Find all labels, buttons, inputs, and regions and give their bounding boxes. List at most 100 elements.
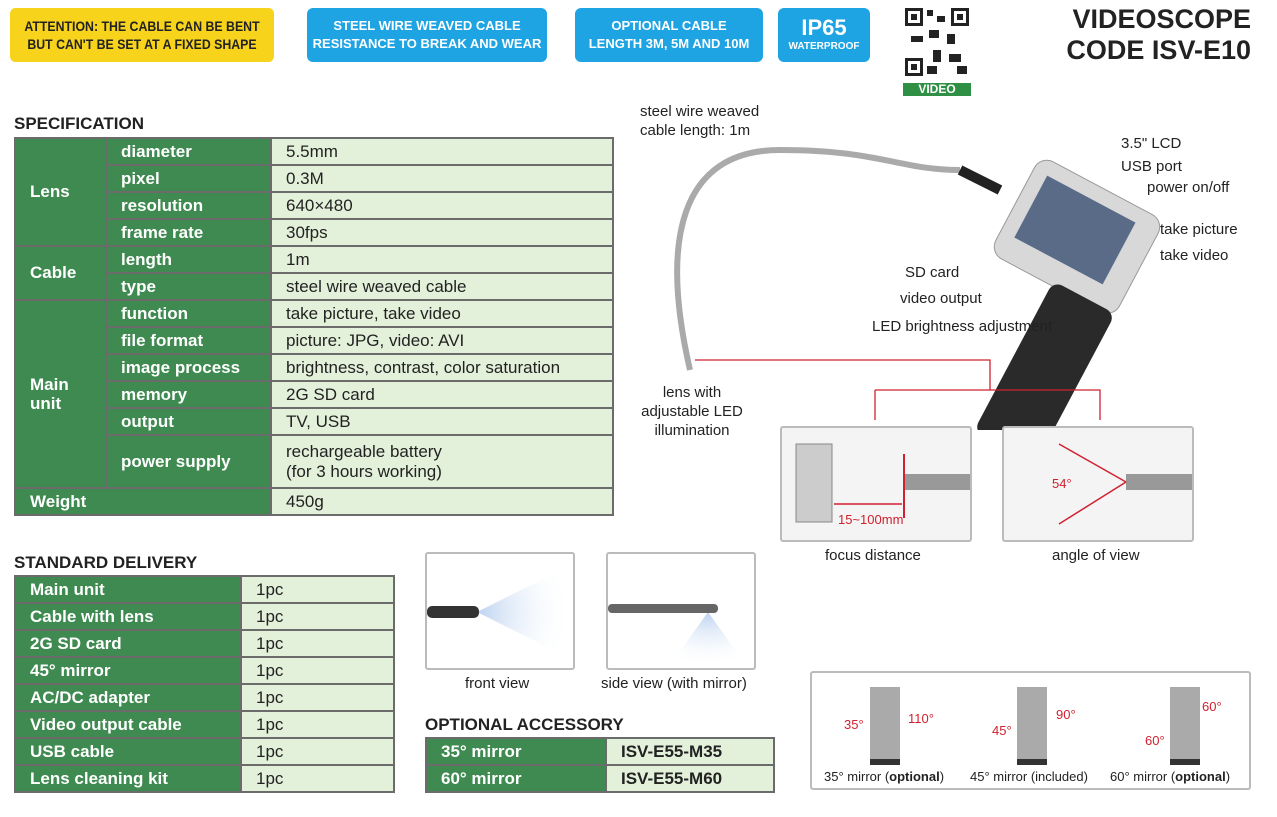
- angle-of-view-label: angle of view: [1052, 547, 1140, 564]
- qty: 1pc: [240, 602, 395, 631]
- value: 2G SD card: [270, 380, 614, 409]
- cable-label: steel wire weaved cable length: 1m: [640, 103, 760, 139]
- qty: 1pc: [240, 764, 395, 793]
- item: 2G SD card: [14, 629, 242, 658]
- item: 45° mirror: [14, 656, 242, 685]
- value: brightness, contrast, color saturation: [270, 353, 614, 382]
- qty: 1pc: [240, 629, 395, 658]
- angle-value: 54°: [1052, 476, 1072, 491]
- group-cable: Cable: [14, 245, 107, 301]
- item: 60° mirror: [425, 764, 607, 793]
- side-view-label: side view (with mirror): [601, 675, 747, 692]
- group-weight: Weight: [14, 487, 272, 516]
- lcd-label: 3.5" LCD: [1121, 135, 1182, 152]
- item: Video output cable: [14, 710, 242, 739]
- standard-delivery-heading: STANDARD DELIVERY: [14, 553, 198, 572]
- param: image process: [105, 353, 272, 382]
- value: 1m: [270, 245, 614, 274]
- mirror-angle: 35°: [844, 717, 864, 732]
- value: rechargeable battery (for 3 hours workin…: [270, 434, 614, 489]
- lens-label: lens with adjustable LED illumination: [641, 384, 743, 439]
- front-view-image: [425, 552, 575, 670]
- focus-distance-label: focus distance: [825, 547, 921, 564]
- take-video-label: take video: [1160, 247, 1229, 264]
- qr-code-icon: [903, 6, 971, 78]
- power-label: power on/off: [1147, 179, 1230, 196]
- item: AC/DC adapter: [14, 683, 242, 712]
- mirror-60-icon: [1170, 687, 1200, 765]
- param: resolution: [105, 191, 272, 220]
- side-view-image: [606, 552, 756, 670]
- ip65-badge: IP65 WATERPROOF: [778, 8, 870, 62]
- item: 35° mirror: [425, 737, 607, 766]
- focus-value: 15~100mm: [838, 512, 904, 527]
- param: frame rate: [105, 218, 272, 247]
- mirror-45-icon: [1017, 687, 1047, 765]
- value: 5.5mm: [270, 137, 614, 166]
- front-view-label: front view: [465, 675, 530, 692]
- mirror-angle: 110°: [908, 711, 934, 726]
- optional-cable-badge: OPTIONAL CABLE LENGTH 3M, 5M AND 10M: [575, 8, 763, 62]
- value: 640×480: [270, 191, 614, 220]
- mirror-60-label: 60° mirror (optional): [1110, 769, 1231, 784]
- ip65-subtitle: WATERPROOF: [788, 41, 860, 52]
- code: ISV-E55-M60: [605, 764, 775, 793]
- qty: 1pc: [240, 737, 395, 766]
- angle-of-view-image: 54°: [1002, 426, 1194, 542]
- qty: 1pc: [240, 656, 395, 685]
- qr-video-label: VIDEO: [903, 83, 971, 96]
- qr-code[interactable]: VIDEO: [903, 6, 971, 96]
- led-adjust-label: LED brightness adjustment: [872, 318, 1053, 335]
- mirror-angle: 60°: [1145, 733, 1165, 748]
- param: function: [105, 299, 272, 328]
- video-output-label: video output: [900, 290, 982, 307]
- param: diameter: [105, 137, 272, 166]
- qty: 1pc: [240, 575, 395, 604]
- item: Lens cleaning kit: [14, 764, 242, 793]
- steel-cable-badge: STEEL WIRE WEAVED CABLE RESISTANCE TO BR…: [307, 8, 547, 62]
- param: type: [105, 272, 272, 301]
- mirror-angle: 60°: [1202, 699, 1222, 714]
- mirror-angle: 45°: [992, 723, 1012, 738]
- mirror-options-panel: 35° 110° 45° 90° 60° 60° 35° mirror (opt…: [810, 671, 1251, 790]
- param: power supply: [105, 434, 272, 489]
- value: 30fps: [270, 218, 614, 247]
- focus-distance-image: 15~100mm: [780, 426, 972, 542]
- mirror-angle: 90°: [1056, 707, 1076, 722]
- qty: 1pc: [240, 710, 395, 739]
- videoscope-diagram: [674, 146, 1161, 430]
- param: output: [105, 407, 272, 436]
- sd-card-label: SD card: [905, 264, 960, 281]
- item: Cable with lens: [14, 602, 242, 631]
- qty: 1pc: [240, 683, 395, 712]
- value: take picture, take video: [270, 299, 614, 328]
- usb-port-label: USB port: [1121, 158, 1182, 175]
- value: steel wire weaved cable: [270, 272, 614, 301]
- value: 0.3M: [270, 164, 614, 193]
- mirror-45-label: 45° mirror (included): [970, 769, 1088, 784]
- page-title: VIDEOSCOPE CODE ISV-E10: [1066, 4, 1251, 66]
- value: 450g: [270, 487, 614, 516]
- param: file format: [105, 326, 272, 355]
- mirror-35-label: 35° mirror (optional): [824, 769, 945, 784]
- title-line-1: VIDEOSCOPE: [1072, 4, 1251, 34]
- group-main-unit: Main unit: [14, 299, 107, 489]
